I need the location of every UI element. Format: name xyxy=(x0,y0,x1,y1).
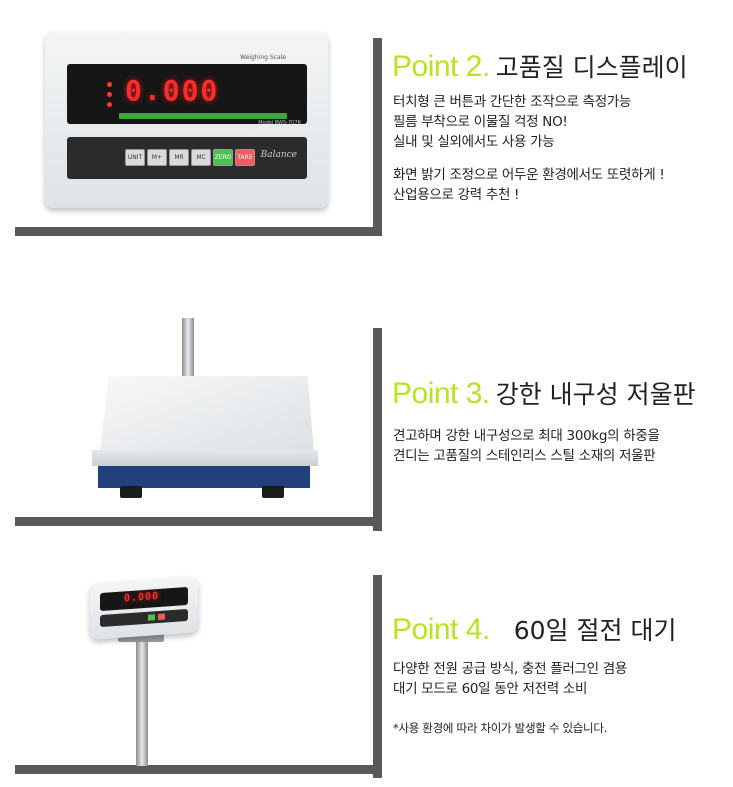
point-2-description-extra: 화면 밝기 조정으로 어두운 환경에서도 또렷하게 ! 산업용으로 강력 추천 … xyxy=(393,165,665,205)
point-heading: 고품질 디스플레이 xyxy=(495,53,688,82)
panel-label: Weighing Scale xyxy=(240,54,286,61)
mplus-key[interactable]: M+ xyxy=(147,149,167,166)
platform-base xyxy=(98,466,310,488)
point-heading: 강한 내구성 저울판 xyxy=(495,380,696,409)
point-label: Point 3. xyxy=(392,377,490,410)
frame-line-vertical xyxy=(373,38,382,236)
frame-line-vertical xyxy=(373,575,382,778)
frame-line-vertical xyxy=(373,328,382,531)
status-led xyxy=(107,82,112,87)
indicator-strip xyxy=(119,113,287,119)
mini-display-screen: 0.000 xyxy=(100,586,188,612)
point-heading: 60일 절전 대기 xyxy=(513,616,677,645)
tare-key[interactable] xyxy=(158,613,165,621)
description-line: 실내 및 실외에서도 사용 가능 xyxy=(393,134,555,150)
indicator-pole xyxy=(182,318,194,380)
tare-key[interactable]: TARE xyxy=(235,149,255,166)
description-line: 견고하며 강한 내구성으로 최대 300kg의 하중을 xyxy=(393,428,660,444)
mc-key[interactable]: MC xyxy=(191,149,211,166)
point-2-description: 터치형 큰 버튼과 간단한 조작으로 측정가능 필름 부착으로 이물질 걱정 N… xyxy=(393,92,631,152)
point-2-title: Point 2.고품질 디스플레이 xyxy=(392,52,688,82)
mini-display-value: 0.000 xyxy=(124,590,160,605)
indicator-pole xyxy=(136,638,148,766)
point-label: Point 2. xyxy=(392,50,490,83)
section-point-3: Point 3.강한 내구성 저울판 견고하며 강한 내구성으로 최대 300k… xyxy=(0,300,733,540)
platform-front xyxy=(92,450,318,466)
description-line: 필름 부착으로 이물질 걱정 NO! xyxy=(393,114,568,130)
display-screen: 0.000 Model BWS-707R xyxy=(67,64,307,126)
unit-key[interactable]: UNIT xyxy=(125,149,145,166)
description-line: 견디는 고품질의 스테인리스 스틸 소재의 저울판 xyxy=(393,448,656,464)
section-point-4: 0.000 Point 4. 60일 절전 대기 다양한 전원 공급 방식, 충전… xyxy=(0,548,733,787)
indicator-mini: 0.000 xyxy=(90,576,198,640)
status-led xyxy=(107,92,112,97)
brand-label: Balance xyxy=(260,150,297,160)
indicator-front-panel: Weighing Scale 0.000 Model BWS-707R UNIT… xyxy=(45,32,328,208)
zero-key[interactable]: ZERO xyxy=(213,149,233,166)
description-line: 다양한 전원 공급 방식, 충전 플러그인 겸용 xyxy=(393,661,627,677)
section-point-2: Weighing Scale 0.000 Model BWS-707R UNIT… xyxy=(0,0,733,240)
frame-line-horizontal xyxy=(15,227,382,236)
point-4-title: Point 4. 60일 절전 대기 xyxy=(392,615,676,645)
platform-top xyxy=(100,376,314,452)
point-3-title: Point 3.강한 내구성 저울판 xyxy=(392,379,696,409)
keypad: UNIT M+ MR MC ZERO TARE Balance xyxy=(67,137,307,179)
disclaimer-note: *사용 환경에 따라 차이가 발생할 수 있습니다. xyxy=(393,721,607,735)
display-model: Model BWS-707R xyxy=(258,120,301,126)
frame-line-horizontal xyxy=(15,765,382,774)
pole-bracket xyxy=(118,632,164,642)
mini-keypad xyxy=(100,608,188,628)
frame-line-horizontal xyxy=(15,517,382,526)
point-3-description: 견고하며 강한 내구성으로 최대 300kg의 하중을 견디는 고품질의 스테인… xyxy=(393,426,660,466)
platform-foot xyxy=(262,486,284,498)
description-line: 대기 모드로 60일 동안 저전력 소비 xyxy=(393,681,588,697)
zero-key[interactable] xyxy=(148,614,155,621)
description-line: 터치형 큰 버튼과 간단한 조작으로 측정가능 xyxy=(393,94,632,110)
mr-key[interactable]: MR xyxy=(169,149,189,166)
description-line: 산업용으로 강력 추천 ! xyxy=(393,187,520,203)
point-label: Point 4. xyxy=(392,613,490,646)
description-line: 화면 밝기 조정으로 어두운 환경에서도 또렷하게 ! xyxy=(393,167,665,183)
platform-foot xyxy=(120,486,142,498)
point-4-description: 다양한 전원 공급 방식, 충전 플러그인 겸용 대기 모드로 60일 동안 저… xyxy=(393,659,627,699)
display-value: 0.000 xyxy=(125,74,220,107)
status-led xyxy=(107,102,112,107)
